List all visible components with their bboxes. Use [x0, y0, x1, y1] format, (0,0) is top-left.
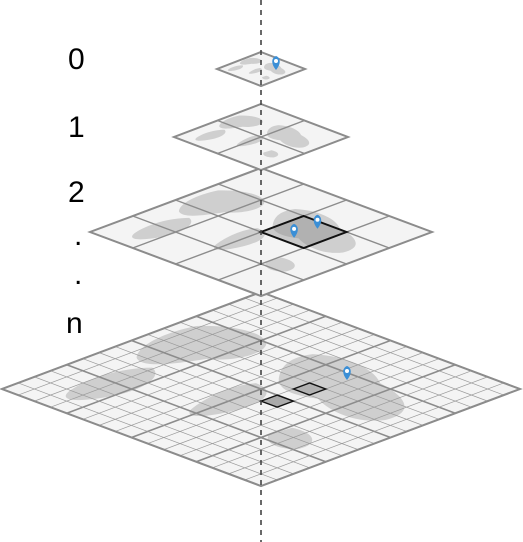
highlighted-tile	[259, 394, 296, 408]
grid-line	[82, 358, 343, 457]
grid-line	[212, 370, 472, 469]
grid-line	[132, 215, 304, 281]
grid-line	[115, 346, 375, 444]
highlighted-tile	[291, 382, 328, 396]
grid-line	[18, 382, 278, 481]
grid-line	[244, 382, 504, 481]
tile-border	[214, 50, 308, 88]
tile-border	[87, 166, 435, 298]
grid-line	[99, 352, 359, 450]
highlighted-tile	[258, 214, 350, 250]
level-0-layer	[214, 50, 308, 88]
grid-line	[228, 376, 488, 475]
ellipsis-dot-2: .	[74, 258, 82, 291]
level-label-2: 2	[68, 176, 85, 209]
grid-line	[179, 358, 440, 457]
ellipsis-dot-1: .	[74, 219, 82, 252]
grid-line	[66, 364, 327, 463]
grid-line	[195, 364, 456, 463]
level-n-layer	[0, 290, 523, 488]
grid-line	[131, 339, 391, 439]
level-label-0: 0	[68, 43, 85, 76]
grid-line	[50, 370, 310, 469]
level-label-1: 1	[68, 111, 85, 144]
tile-border	[0, 290, 523, 488]
grid-line	[34, 376, 294, 475]
level-label-n: n	[66, 307, 83, 340]
grid-line	[217, 119, 305, 155]
